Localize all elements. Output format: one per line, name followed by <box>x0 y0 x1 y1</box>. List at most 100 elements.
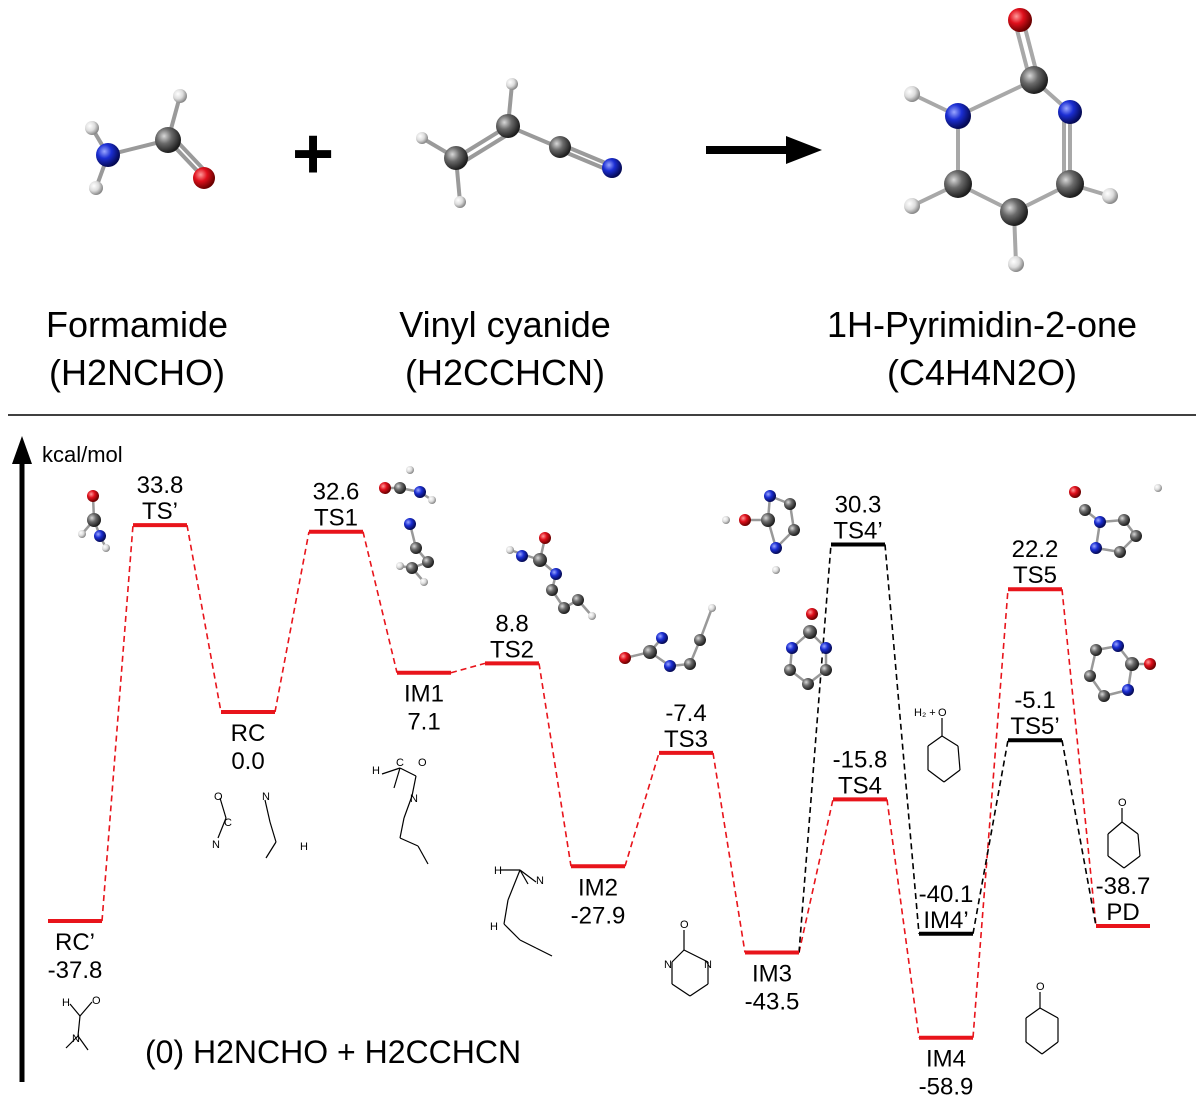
im4-prime-sketch <box>927 718 961 783</box>
level-name-ts5: TS5’ <box>1010 713 1059 740</box>
rc-sketch <box>217 797 277 859</box>
rc-sketch-h: H <box>300 841 308 853</box>
level-energy-ts: 33.8 <box>137 472 184 499</box>
im1-sketch <box>381 767 429 865</box>
formamide-formula: (H2NCHO) <box>49 352 225 393</box>
vinyl-cyanide-name: Vinyl cyanide <box>399 304 610 345</box>
rc-prime-sketch-h: H <box>62 997 70 1009</box>
level-name-ts1: TS1 <box>314 505 358 532</box>
plus-sign: + <box>292 114 334 194</box>
connector-rc-to-ts1 <box>274 531 310 713</box>
connector-ts-to-rc <box>186 524 222 713</box>
im1-sketch-o: O <box>418 757 427 769</box>
connector-im1-to-ts2 <box>450 662 486 674</box>
level-name-im2: IM2 <box>578 874 618 901</box>
reactant-equation: (0) H2NCHO + H2CCHCN <box>145 1034 521 1070</box>
connector-ts5-to-pd <box>1061 740 1097 927</box>
im4-sketch <box>1025 992 1059 1055</box>
rc-prime-sketch-n: N <box>72 1033 80 1045</box>
formamide-name: Formamide <box>46 304 228 345</box>
rc-sketch-o: O <box>214 791 223 803</box>
ts-prime-structure <box>78 490 110 552</box>
rc-sketch-n2: N <box>262 791 270 803</box>
level-name-ts3: TS3 <box>664 726 708 753</box>
ts1-structure <box>379 466 436 586</box>
im4-prime-sketch-o: O <box>938 707 947 719</box>
im2-sketch <box>500 869 553 957</box>
pyrimidinone-molecule <box>904 8 1118 272</box>
im2-sketch-h2: H <box>490 921 498 933</box>
level-name-im4: IM4 <box>926 1046 966 1073</box>
ts2-structure <box>506 532 596 620</box>
level-name-ts5: TS5 <box>1013 562 1057 589</box>
pd-sketch <box>1107 808 1141 869</box>
level-energy-ts5: 22.2 <box>1012 536 1059 563</box>
level-name-ts4: TS4’ <box>833 517 882 544</box>
im2-sketch-n: N <box>536 875 544 887</box>
connector-lines <box>101 524 1097 1038</box>
level-energy-im1: 7.1 <box>407 709 440 736</box>
connector-im4-to-ts5 <box>972 589 1009 1038</box>
axis-unit-label: kcal/mol <box>42 442 123 467</box>
im3-inset-structure <box>784 608 832 690</box>
connector-im3-to-ts4 <box>798 799 834 953</box>
level-name-im4: IM4’ <box>923 907 968 934</box>
rc-prime-sketch <box>65 1001 93 1051</box>
level-energy-im4: -58.9 <box>919 1074 974 1098</box>
level-energy-ts4: -15.8 <box>833 746 888 773</box>
connector-ts4-to-im4 <box>884 544 920 934</box>
connector-ts3-to-im3 <box>712 752 746 953</box>
level-name-im3: IM3 <box>752 961 792 988</box>
level-name-rc: RC’ <box>55 929 95 956</box>
im1-sketch-n: N <box>410 793 418 805</box>
level-energy-rc: 0.0 <box>231 748 264 775</box>
ts5-prime-structure <box>1084 640 1156 702</box>
vinyl-cyanide-molecule <box>416 78 622 208</box>
level-energy-ts3: -7.4 <box>665 700 706 727</box>
level-name-rc: RC <box>231 720 266 747</box>
level-energy-im4: -40.1 <box>919 881 974 908</box>
rc-prime-sketch-o: O <box>92 995 101 1007</box>
im4-prime-sketch-h2: H₂ + <box>914 707 936 719</box>
level-name-pd: PD <box>1106 899 1139 926</box>
level-energy-rc: -37.8 <box>48 957 103 984</box>
connector-im3-to-ts4 <box>798 544 832 953</box>
connector-ts2-to-im2 <box>538 663 572 867</box>
level-energy-im2: -27.9 <box>571 902 626 929</box>
im2-sketch-h: H <box>494 865 502 877</box>
im3-sketch <box>671 930 709 997</box>
connector-im2-to-ts3 <box>624 752 660 867</box>
connector-ts4-to-im4 <box>886 799 920 1038</box>
formamide-molecule <box>85 89 215 195</box>
rc-sketch-n: N <box>212 839 220 851</box>
im1-sketch-h: H <box>372 765 380 777</box>
ts4-prime-structure <box>722 490 800 574</box>
level-name-ts4: TS4 <box>838 772 882 799</box>
energy-levels <box>48 523 1150 1040</box>
vinyl-cyanide-formula: (H2CCHCN) <box>405 352 605 393</box>
level-energy-ts5: -5.1 <box>1014 687 1055 714</box>
level-name-im1: IM1 <box>404 681 444 708</box>
im3-sketch-n: N <box>664 959 672 971</box>
connector-ts5-to-pd <box>1061 589 1097 927</box>
level-energy-ts4: 30.3 <box>835 491 882 518</box>
im3-sketch-n2: N <box>704 959 712 971</box>
connector-rc-to-ts <box>101 525 134 922</box>
pd-sketch-o: O <box>1118 797 1127 809</box>
ts5-structure <box>1069 484 1162 558</box>
level-name-ts2: TS2 <box>490 636 534 663</box>
level-energy-ts2: 8.8 <box>495 610 528 637</box>
level-energy-ts1: 32.6 <box>313 479 360 506</box>
level-energy-pd: -38.7 <box>1096 873 1151 900</box>
product-formula: (C4H4N2O) <box>887 352 1077 393</box>
connector-im4-to-ts5 <box>972 740 1009 934</box>
rc-sketch-c: C <box>224 817 232 829</box>
product-name: 1H-Pyrimidin-2-one <box>827 304 1137 345</box>
im1-sketch-c: C <box>396 757 404 769</box>
level-energy-im3: -43.5 <box>745 989 800 1016</box>
energy-axis <box>12 436 32 1082</box>
level-name-ts: TS’ <box>142 498 178 525</box>
im4-sketch-o: O <box>1036 981 1045 993</box>
